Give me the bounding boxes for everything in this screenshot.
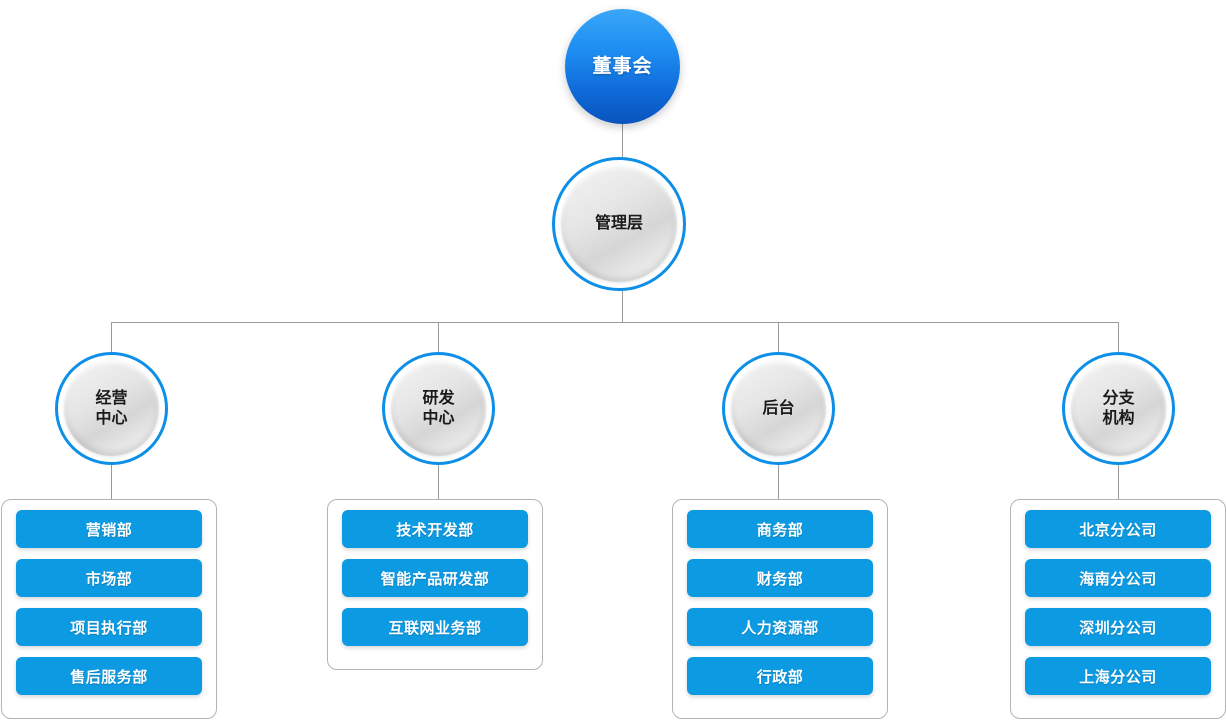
leaf-item[interactable]: 人力资源部	[687, 608, 873, 646]
leaf-item[interactable]: 项目执行部	[16, 608, 202, 646]
node-branch-subsidiaries-inner: 分支 机构	[1071, 361, 1166, 456]
node-management-inner: 管理层	[561, 166, 677, 282]
leaf-item[interactable]: 售后服务部	[16, 657, 202, 695]
group-backoffice: 商务部 财务部 人力资源部 行政部	[672, 499, 888, 719]
label-line-2: 中心	[95, 409, 128, 427]
node-management[interactable]: 管理层	[552, 157, 686, 291]
leaf-label: 财务部	[756, 570, 804, 588]
group-operations: 营销部 市场部 项目执行部 售后服务部	[1, 499, 217, 719]
label-line-1: 研发	[422, 389, 455, 407]
node-branch-backoffice[interactable]: 后台	[722, 352, 835, 465]
leaf-label: 行政部	[756, 668, 804, 686]
node-branch-operations-label: 经营 中心	[95, 389, 127, 428]
connector-bus-to-branch-2	[438, 322, 439, 353]
leaf-item[interactable]: 行政部	[687, 657, 873, 695]
node-branch-rnd-label: 研发 中心	[422, 389, 454, 428]
leaf-item[interactable]: 智能产品研发部	[342, 559, 528, 597]
leaf-label: 海南分公司	[1079, 570, 1157, 588]
group-rnd: 技术开发部 智能产品研发部 互联网业务部	[327, 499, 543, 670]
node-branch-operations[interactable]: 经营 中心	[55, 352, 168, 465]
node-management-label: 管理层	[594, 215, 643, 233]
leaf-item[interactable]: 技术开发部	[342, 510, 528, 548]
leaf-label: 营销部	[85, 521, 133, 539]
leaf-item[interactable]: 互联网业务部	[342, 608, 528, 646]
connector-branch-1-to-group	[111, 465, 112, 499]
label-line-2: 中心	[422, 409, 455, 427]
connector-bus-to-branch-3	[778, 322, 779, 353]
leaf-label: 技术开发部	[396, 521, 474, 539]
leaf-item[interactable]: 营销部	[16, 510, 202, 548]
label-line-1: 分支	[1102, 389, 1135, 407]
leaf-label: 商务部	[756, 521, 804, 539]
node-branch-subsidiaries-label: 分支 机构	[1102, 389, 1134, 428]
node-board-of-directors-label: 董事会	[592, 55, 653, 77]
leaf-item[interactable]: 上海分公司	[1025, 657, 1211, 695]
connector-bus-to-branch-4	[1118, 322, 1119, 353]
leaf-item[interactable]: 商务部	[687, 510, 873, 548]
label-line-2: 机构	[1102, 409, 1135, 427]
leaf-label: 互联网业务部	[388, 619, 482, 637]
connector-horizontal-bus	[111, 322, 1119, 323]
leaf-label: 上海分公司	[1079, 668, 1157, 686]
connector-branch-4-to-group	[1118, 465, 1119, 499]
connector-branch-3-to-group	[778, 465, 779, 499]
connector-bus-to-branch-1	[111, 322, 112, 353]
connector-manager-to-bus	[622, 291, 623, 322]
leaf-label: 北京分公司	[1079, 521, 1157, 539]
leaf-item[interactable]: 市场部	[16, 559, 202, 597]
leaf-item[interactable]: 北京分公司	[1025, 510, 1211, 548]
leaf-item[interactable]: 财务部	[687, 559, 873, 597]
node-branch-rnd-inner: 研发 中心	[391, 361, 486, 456]
node-branch-backoffice-inner: 后台	[731, 361, 826, 456]
node-branch-subsidiaries[interactable]: 分支 机构	[1062, 352, 1175, 465]
leaf-label: 深圳分公司	[1079, 619, 1157, 637]
connector-branch-2-to-group	[438, 465, 439, 499]
label-line-1: 经营	[95, 389, 128, 407]
leaf-label: 人力资源部	[741, 619, 819, 637]
leaf-item[interactable]: 深圳分公司	[1025, 608, 1211, 646]
node-branch-rnd[interactable]: 研发 中心	[382, 352, 495, 465]
leaf-label: 市场部	[85, 570, 133, 588]
node-board-of-directors[interactable]: 董事会	[565, 9, 680, 124]
leaf-label: 项目执行部	[70, 619, 148, 637]
leaf-label: 售后服务部	[70, 668, 148, 686]
leaf-label: 智能产品研发部	[380, 570, 490, 588]
leaf-item[interactable]: 海南分公司	[1025, 559, 1211, 597]
connector-root-to-manager	[622, 124, 623, 157]
node-branch-operations-inner: 经营 中心	[64, 361, 159, 456]
group-subsidiaries: 北京分公司 海南分公司 深圳分公司 上海分公司	[1010, 499, 1226, 719]
node-branch-backoffice-label: 后台	[762, 399, 795, 417]
